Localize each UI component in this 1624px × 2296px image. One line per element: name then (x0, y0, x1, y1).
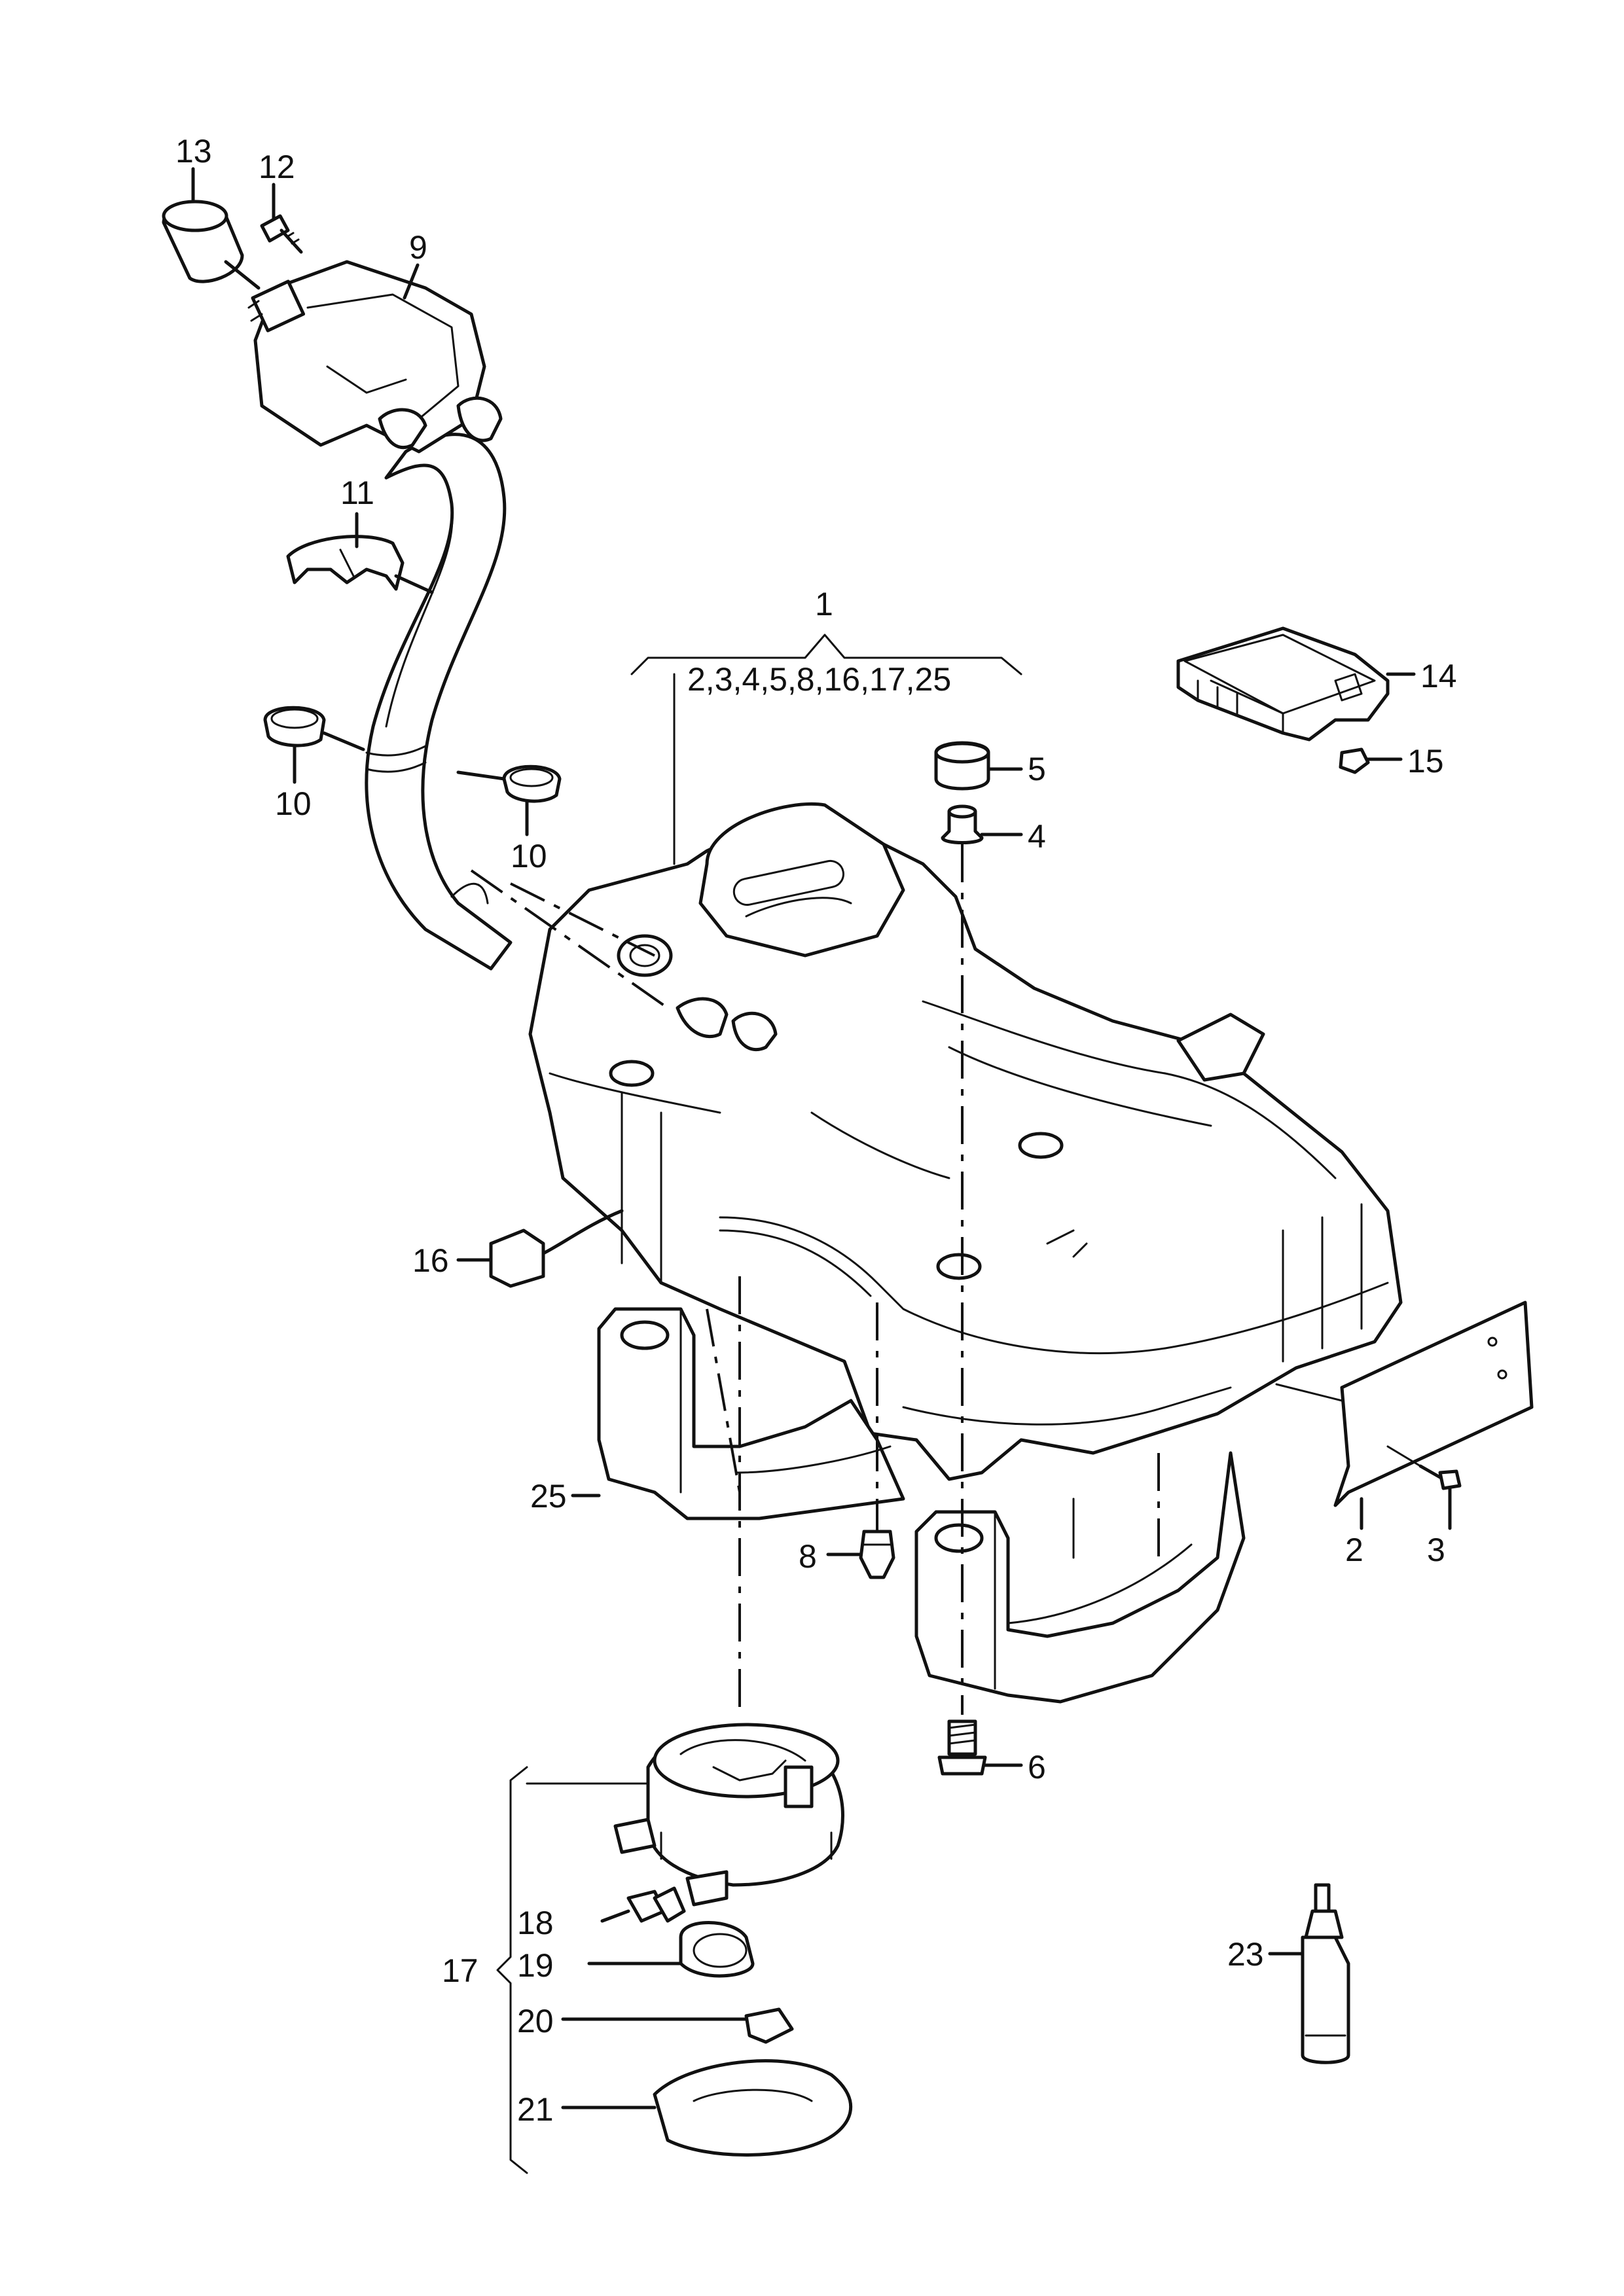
sensor-part-16 (456, 1209, 624, 1288)
bolt-part-3 (1418, 1464, 1462, 1490)
label-2: 2 (1345, 1532, 1363, 1568)
label-12: 12 (259, 149, 295, 185)
bottle-part-23 (1268, 1883, 1350, 2064)
label-14: 14 (1420, 658, 1457, 694)
label-21: 21 (517, 2091, 554, 2128)
label-6: 6 (1028, 1749, 1046, 1785)
label-17: 17 (442, 1952, 478, 1989)
sensor-part-18 (600, 1886, 686, 1923)
cap-part-13 (162, 200, 261, 290)
clamp-part-10b (456, 764, 562, 803)
label-10b: 10 (511, 838, 547, 874)
callout-labels: 1 2,3,4,5,8,16,17,25 2 3 4 5 6 8 9 10 10… (175, 133, 1457, 2128)
plug-part-8 (826, 1530, 895, 1579)
label-16: 16 (412, 1242, 449, 1279)
callout-bracket-1 (630, 634, 1022, 865)
label-13: 13 (175, 133, 212, 170)
support-lower (914, 1451, 1246, 1704)
label-8: 8 (799, 1538, 817, 1575)
label-19: 19 (517, 1947, 554, 1984)
component-part-20 (561, 2007, 794, 2044)
cover-part-21 (561, 2059, 852, 2157)
label-1-sub: 2,3,4,5,8,16,17,25 (687, 661, 951, 698)
label-11: 11 (340, 475, 374, 511)
support-part-25 (597, 1307, 905, 1520)
filler-neck-part-9 (247, 260, 513, 971)
nut-part-15 (1339, 747, 1403, 774)
label-23: 23 (1227, 1936, 1264, 1973)
label-5: 5 (1028, 751, 1046, 787)
tank-part-1 (528, 802, 1403, 1481)
clip-part-11 (286, 535, 434, 594)
bolt-part-12 (260, 214, 303, 254)
control-unit-part-14 (1176, 626, 1416, 742)
label-9: 9 (409, 229, 427, 266)
label-18: 18 (517, 1905, 554, 1941)
grommet-part-5 (934, 741, 1023, 791)
label-4: 4 (1028, 818, 1046, 855)
bush-part-4 (941, 804, 1023, 844)
heater-part-19 (587, 1921, 755, 1978)
label-25: 25 (530, 1478, 567, 1515)
bolt-part-6 (937, 1719, 1023, 1776)
label-10a: 10 (275, 785, 312, 822)
callout-bracket-17 (496, 1766, 649, 2174)
assembly-lines (470, 844, 1160, 1715)
shield-part-2 (1275, 1300, 1534, 1507)
label-20: 20 (517, 2003, 554, 2039)
label-1: 1 (815, 586, 833, 622)
leader-9 (403, 263, 420, 300)
pump-part-17 (613, 1723, 844, 1907)
label-15: 15 (1407, 743, 1444, 780)
clamp-part-10a (263, 706, 365, 751)
label-3: 3 (1427, 1532, 1445, 1568)
